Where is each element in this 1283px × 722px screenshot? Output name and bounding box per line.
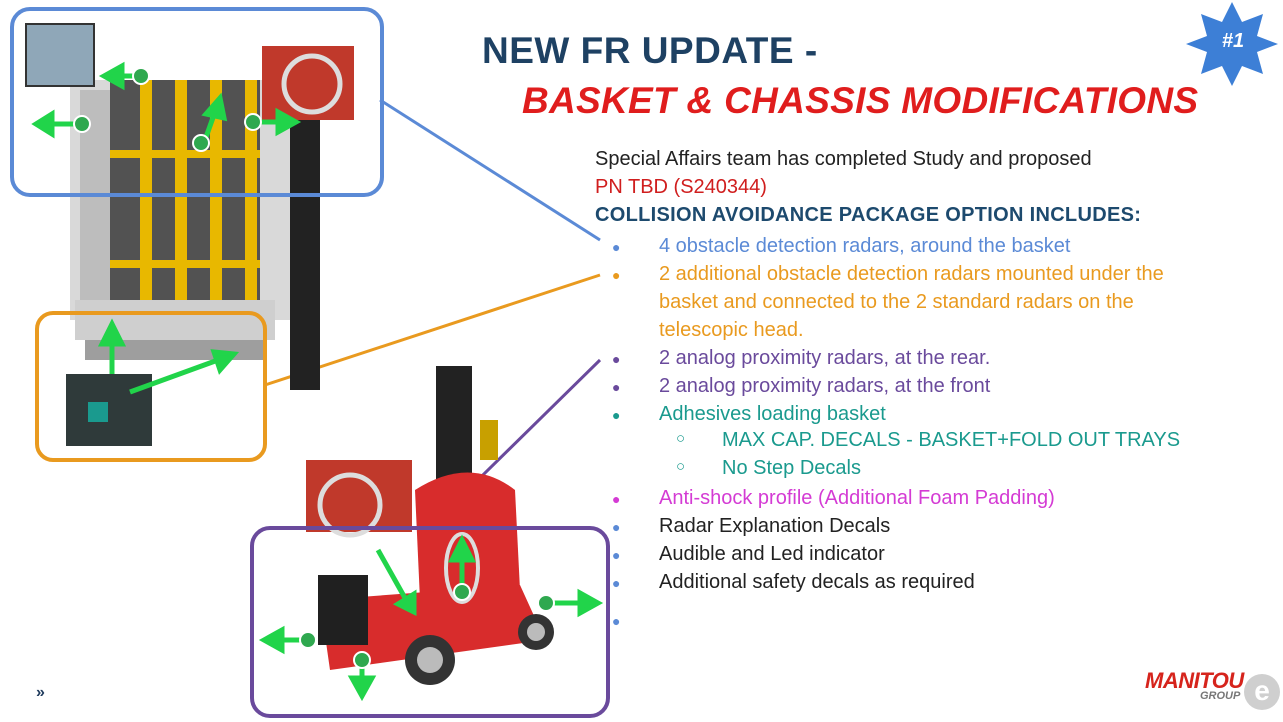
package-heading: COLLISION AVOIDANCE PACKAGE OPTION INCLU… [595, 204, 1142, 226]
bullet-marker: ● [612, 267, 621, 283]
bullet-audible-led: Audible and Led indicator [659, 543, 885, 565]
sub-bullet-max-cap: MAX CAP. DECALS - BASKET+FOLD OUT TRAYS [722, 429, 1181, 451]
callout-line-orange [264, 273, 601, 387]
bullet-marker: ● [612, 575, 621, 591]
bullet-basket-radars: 4 obstacle detection radars, around the … [659, 235, 1071, 257]
page-subtitle: BASKET & CHASSIS MODIFICATIONS [522, 80, 1199, 121]
manitou-logo-group: GROUP [1200, 690, 1241, 702]
star-badge [1186, 2, 1278, 86]
bullet-marker: ● [612, 239, 621, 255]
bullet-anti-shock: Anti-shock profile (Additional Foam Padd… [659, 487, 1055, 509]
intro-text: Special Affairs team has completed Study… [595, 148, 1092, 170]
page-title: NEW FR UPDATE - [482, 30, 818, 71]
basket-image [25, 23, 354, 446]
bullet-under-basket-line2: basket and connected to the 2 standard r… [659, 291, 1134, 313]
lift-image [306, 366, 554, 685]
callout-box-blue [10, 7, 384, 197]
bullet-under-basket-line1: 2 additional obstacle detection radars m… [659, 263, 1164, 285]
chevron-right-icon[interactable]: » [36, 684, 45, 701]
bullet-marker: ● [612, 351, 621, 367]
bullet-front-radars: 2 analog proximity radars, at the front [659, 375, 991, 397]
bullet-radar-decals: Radar Explanation Decals [659, 515, 891, 537]
bullet-safety-decals: Additional safety decals as required [659, 571, 975, 593]
bullet-marker: ● [612, 547, 621, 563]
bullet-marker: ● [612, 379, 621, 395]
bullet-adhesives: Adhesives loading basket [659, 403, 886, 425]
sub-bullet-marker: ○ [676, 430, 686, 447]
bullet-marker-empty: ● [612, 613, 621, 629]
sub-bullet-marker: ○ [676, 458, 686, 475]
part-number: PN TBD (S240344) [595, 176, 767, 198]
badge-number: #1 [1221, 30, 1245, 52]
bullet-marker: ● [612, 491, 621, 507]
bullet-under-basket-line3: telescopic head. [659, 319, 804, 341]
bullet-rear-radars: 2 analog proximity radars, at the rear. [659, 347, 991, 369]
bullet-marker: ● [612, 519, 621, 535]
callout-line-blue [379, 98, 601, 242]
sub-bullet-no-step: No Step Decals [722, 457, 861, 479]
radar-arrows [31, 61, 604, 702]
callout-box-purple [250, 526, 610, 718]
callout-box-orange [35, 311, 267, 462]
bullet-marker: ● [612, 407, 621, 423]
corner-e-icon: e [1244, 674, 1280, 710]
manitou-logo: MANITOU [1145, 668, 1244, 693]
